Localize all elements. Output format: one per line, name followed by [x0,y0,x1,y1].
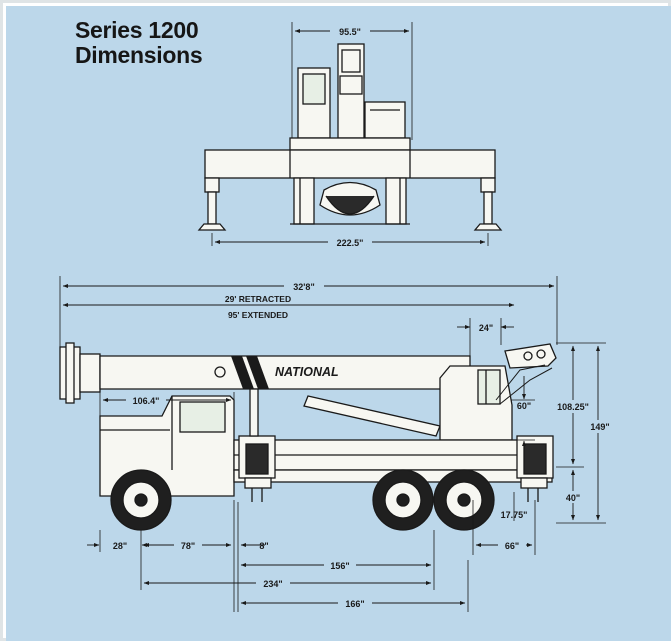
dim-boom-pivot-height: 108.25" [557,402,589,412]
title-line-dimensions: Dimensions [75,42,203,68]
dim-outrigger-span: 222.5" [337,238,364,248]
dim-span-234: 234" [263,579,282,589]
rear-wheel-2 [433,469,495,531]
hoist-cylinder [303,395,441,437]
dim-overall-length: 32'8" [293,282,314,292]
dim-top-width: 95.5" [339,27,361,37]
page-title: Series 1200 Dimensions [75,17,203,68]
dim-front-bumper: 28" [113,541,127,551]
dim-rear-overhang: 66" [505,541,519,551]
dim-cab-height: 60" [517,401,531,411]
front-wheel [110,469,172,531]
dim-span-166: 166" [345,599,364,609]
right-outrigger-jack [483,191,493,225]
dim-front-overhang: 106.4" [133,396,160,406]
dim-ground-clearance: 17.75" [501,510,528,520]
front-outrigger-beam [204,149,496,179]
side-view: 32'8" 29' RETRACTED 95' EXTENDED 24" NAT… [59,276,616,612]
brand-label: NATIONAL [275,365,339,379]
dim-frame-height: 40" [566,493,580,503]
dim-outrigger-front: 8" [259,541,268,551]
front-view: 95.5" 222.5" [197,22,503,248]
title-line-series: Series 1200 [75,17,199,43]
left-outrigger-jack [207,191,217,225]
dim-wheelbase-front: 78" [181,541,195,551]
dim-boom-retracted: 29' RETRACTED [225,294,291,304]
dim-span-156: 156" [330,561,349,571]
dim-overall-height: 149" [590,422,609,432]
dim-boom-extended: 95' EXTENDED [228,310,288,320]
dim-counterweight: 24" [479,323,493,333]
rear-wheel-1 [372,469,434,531]
